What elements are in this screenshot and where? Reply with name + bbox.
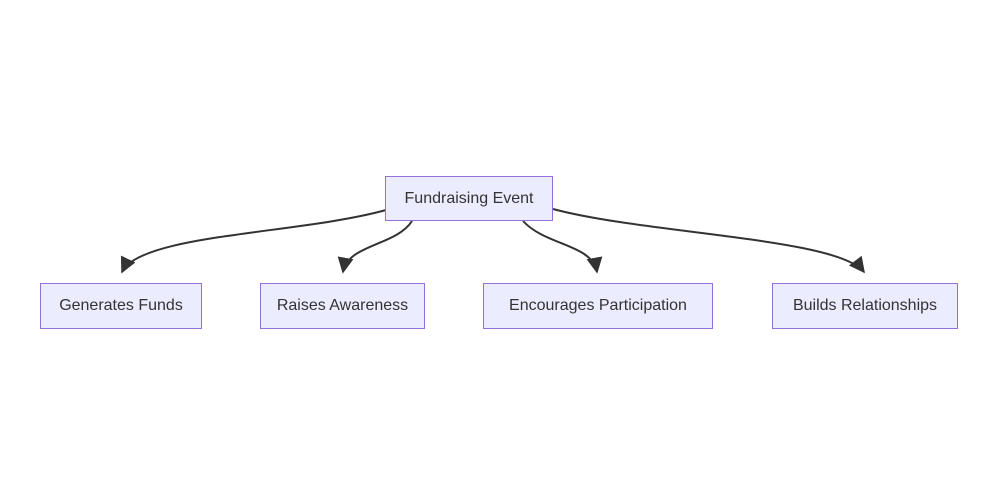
node-raises-awareness: Raises Awareness	[260, 283, 425, 329]
node-label: Fundraising Event	[404, 189, 534, 207]
node-encourages-participation: Encourages Participation	[483, 283, 713, 329]
node-label: Raises Awareness	[276, 297, 409, 314]
node-generates-funds: Generates Funds	[40, 283, 202, 329]
node-fundraising-event: Fundraising Event	[385, 176, 553, 221]
edge-root-to-raises-awareness	[337, 220, 413, 274]
edge-root-to-encourages-participation	[522, 220, 603, 274]
edge-root-to-builds-relationships	[552, 208, 865, 274]
node-label: Builds Relationships	[792, 297, 938, 314]
node-label: Generates Funds	[59, 297, 183, 314]
edge-root-to-generates-funds	[120, 209, 387, 274]
node-label: Encourages Participation	[509, 297, 687, 314]
node-builds-relationships: Builds Relationships	[772, 283, 958, 329]
